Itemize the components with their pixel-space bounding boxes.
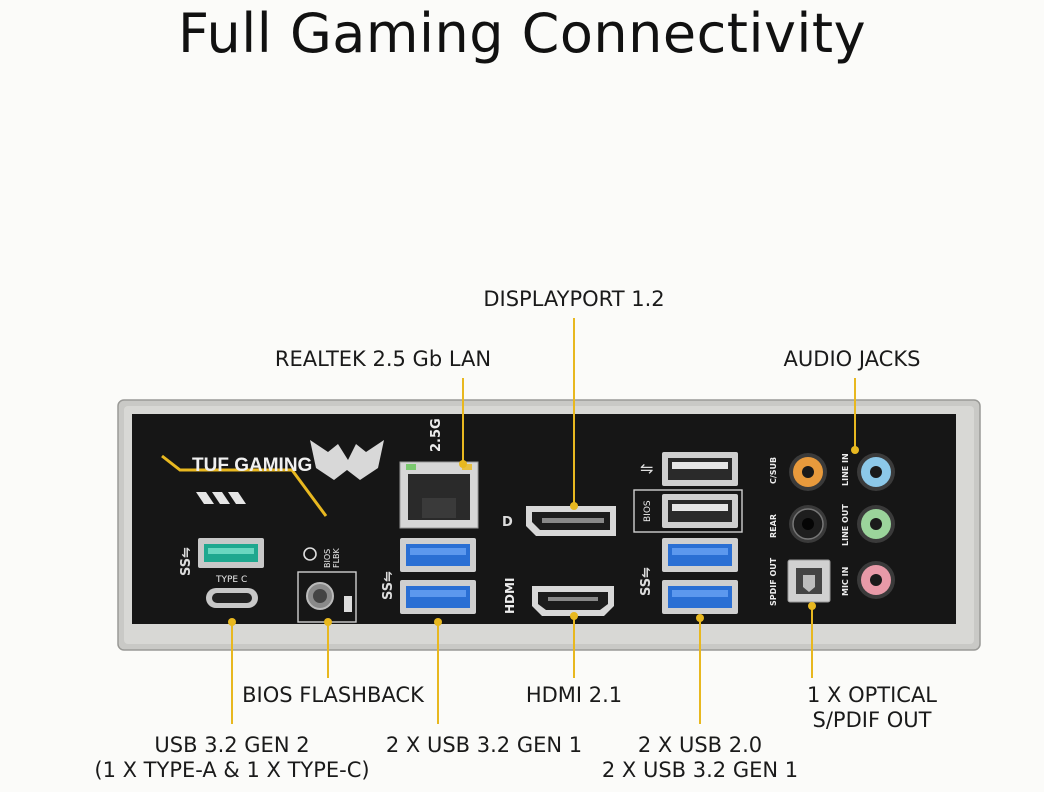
bios-label: BIOS [643, 500, 653, 522]
usb2-port-bios[interactable] [662, 494, 738, 528]
audio-jacks-callout: AUDIO JACKS [783, 347, 921, 371]
bios-flashback-callout: BIOS FLASHBACK [242, 683, 424, 707]
rear-label: REAR [769, 514, 778, 538]
rear-jack[interactable] [789, 505, 827, 543]
tuf-gaming-label: TUF GAMING [192, 455, 312, 476]
optical-callout-line1: 1 X OPTICAL [806, 683, 938, 707]
lan-callout: REALTEK 2.5 Gb LAN [274, 347, 492, 371]
displayport-port[interactable] [526, 506, 616, 536]
usb32gen2-callout: USB 3.2 GEN 2 (1 X TYPE-A & 1 X TYPE-C) [72, 733, 392, 783]
usb-gen1-right-bottom[interactable] [662, 580, 738, 614]
usb-mix-callout-line1: 2 X USB 2.0 [637, 733, 763, 757]
displayport-icon: D [502, 515, 513, 530]
spdif-optical-port[interactable] [787, 559, 831, 603]
hdmi-port[interactable] [532, 586, 614, 616]
callout-lines [231, 318, 856, 724]
line-in-jack[interactable] [857, 453, 895, 491]
page-title: Full Gaming Connectivity [177, 2, 867, 65]
usb-gen1-port-bottom[interactable] [400, 580, 476, 614]
tuf-logo-decoration [161, 440, 384, 517]
usb-gen1-port-top[interactable] [400, 538, 476, 572]
bios-flashback-icon [303, 547, 317, 561]
hdmi-label: HDMI [503, 578, 517, 614]
usb-mix-callout: 2 X USB 2.0 2 X USB 3.2 GEN 1 [582, 733, 818, 783]
usb-trident-icon: ⇋ [640, 459, 653, 478]
displayport-callout: DISPLAYPORT 1.2 [483, 287, 665, 311]
csub-jack[interactable] [789, 453, 827, 491]
optical-callout: 1 X OPTICAL S/PDIF OUT [772, 683, 972, 733]
line-out-jack[interactable] [857, 505, 895, 543]
usb32gen1-callout: 2 X USB 3.2 GEN 1 [385, 733, 583, 757]
spdif-out-label: SPDIF OUT [769, 557, 778, 606]
bios-group-box [633, 489, 743, 533]
csub-label: C/SUB [769, 457, 778, 484]
ss-usb-logo-lan: SS⇋ [381, 571, 396, 600]
mic-in-label: MIC IN [841, 567, 850, 596]
line-in-label: LINE IN [841, 453, 850, 486]
usb-mix-callout-line2: 2 X USB 3.2 GEN 1 [601, 758, 799, 782]
ss-usb-logo-right: SS⇋ [639, 567, 654, 596]
type-c-label: TYPE C [215, 575, 247, 585]
optical-callout-line2: S/PDIF OUT [812, 708, 932, 732]
usb32gen2-callout-line2: (1 X TYPE-A & 1 X TYPE-C) [94, 758, 370, 782]
line-out-label: LINE OUT [841, 504, 850, 546]
lan-speed-label: 2.5G [429, 418, 444, 452]
mic-in-jack[interactable] [857, 561, 895, 599]
bios-flbk-label: BIOSFLBK [323, 547, 341, 568]
callout-dots [228, 446, 859, 626]
usb32gen2-callout-line1: USB 3.2 GEN 2 [154, 733, 310, 757]
hdmi-callout: HDMI 2.1 [525, 683, 623, 707]
usb-gen1-right-top[interactable] [662, 538, 738, 572]
ss10-usb-logo: SS⇋ [179, 547, 194, 576]
usb2-port-top[interactable] [662, 452, 738, 486]
